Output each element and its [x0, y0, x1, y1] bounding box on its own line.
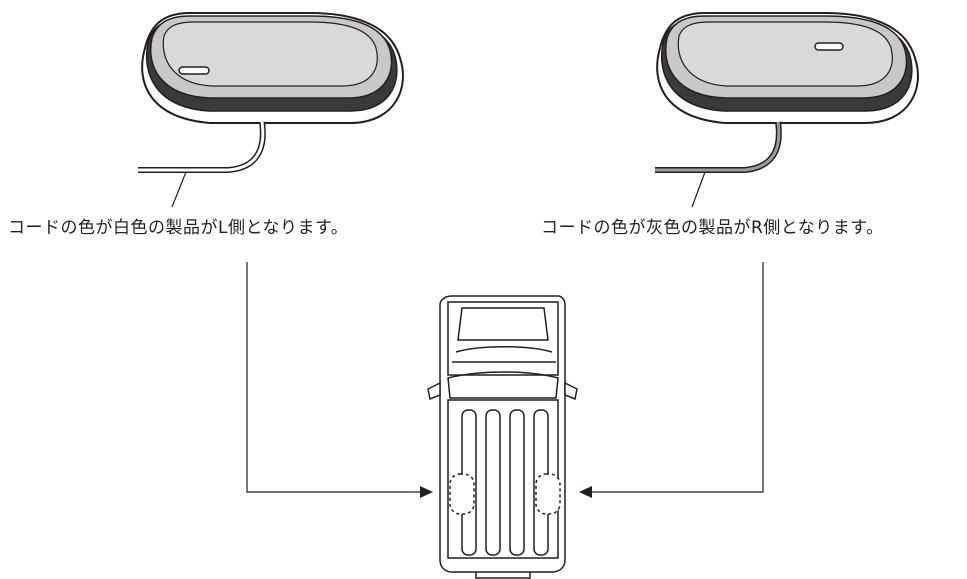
right-caption: コードの色が灰色の製品がR側となります。 [541, 218, 884, 238]
left-mirror [427, 381, 441, 401]
right-leader-line [691, 171, 706, 208]
left-arrow-head [420, 486, 433, 498]
left-sensor-unit [138, 12, 404, 208]
right-mirror [564, 381, 578, 401]
left-leader-line [171, 171, 187, 208]
right-sensor-position [535, 473, 561, 515]
left-connector [246, 262, 433, 498]
right-connector [579, 262, 764, 498]
car-top-view [427, 295, 578, 579]
left-caption: コードの色が白色の製品がL側となります。 [8, 218, 349, 238]
left-sensor-position [449, 473, 475, 515]
right-arrow-head [579, 486, 592, 498]
right-logo-badge [814, 42, 844, 51]
right-cord [655, 121, 782, 173]
left-cord [138, 121, 266, 173]
right-sensor-unit [655, 12, 919, 208]
left-logo-badge [178, 66, 210, 75]
